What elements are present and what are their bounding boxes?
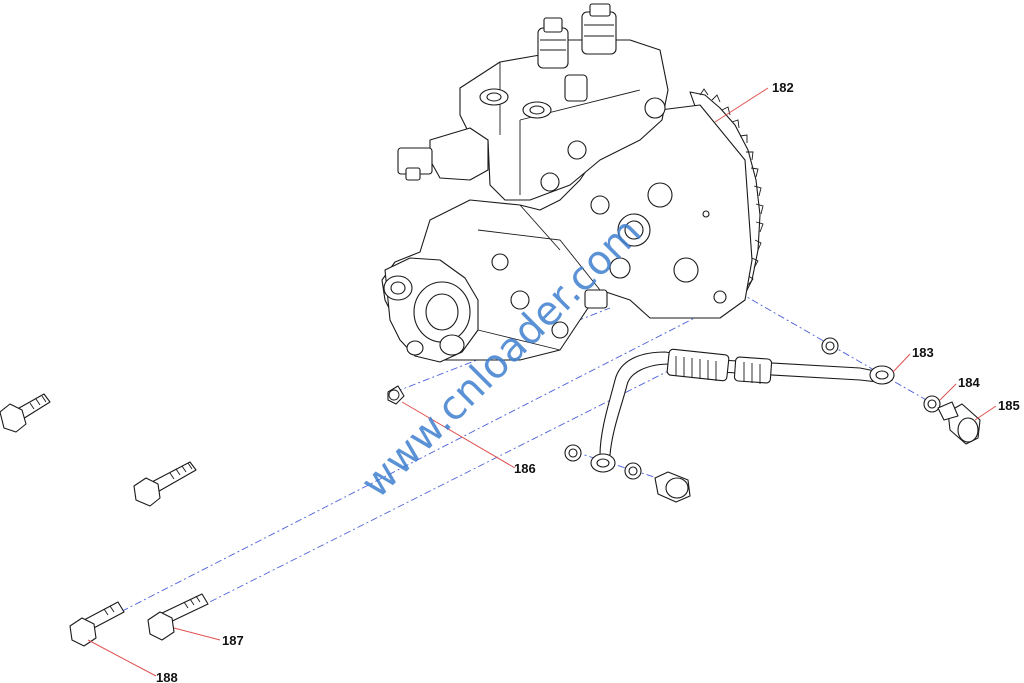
callout-187: 187: [222, 633, 244, 648]
callout-184: 184: [958, 375, 980, 390]
callout-186: 186: [514, 461, 536, 476]
fuel-pipe-assembly: [590, 348, 895, 473]
leader-lines: [87, 87, 997, 677]
callout-labels: 182 183 184 185 186 187 188: [156, 80, 1020, 683]
callout-183: 183: [912, 345, 934, 360]
sealing-washer-group: [564, 337, 941, 480]
banjo-bolt-group: [654, 401, 981, 503]
hex-bolt-group: [0, 393, 209, 647]
callout-182: 182: [772, 80, 794, 95]
plug-186: [387, 385, 405, 405]
callout-188: 188: [156, 670, 178, 683]
callout-185: 185: [998, 398, 1020, 413]
fuel-pump-assembly: [381, 3, 764, 363]
